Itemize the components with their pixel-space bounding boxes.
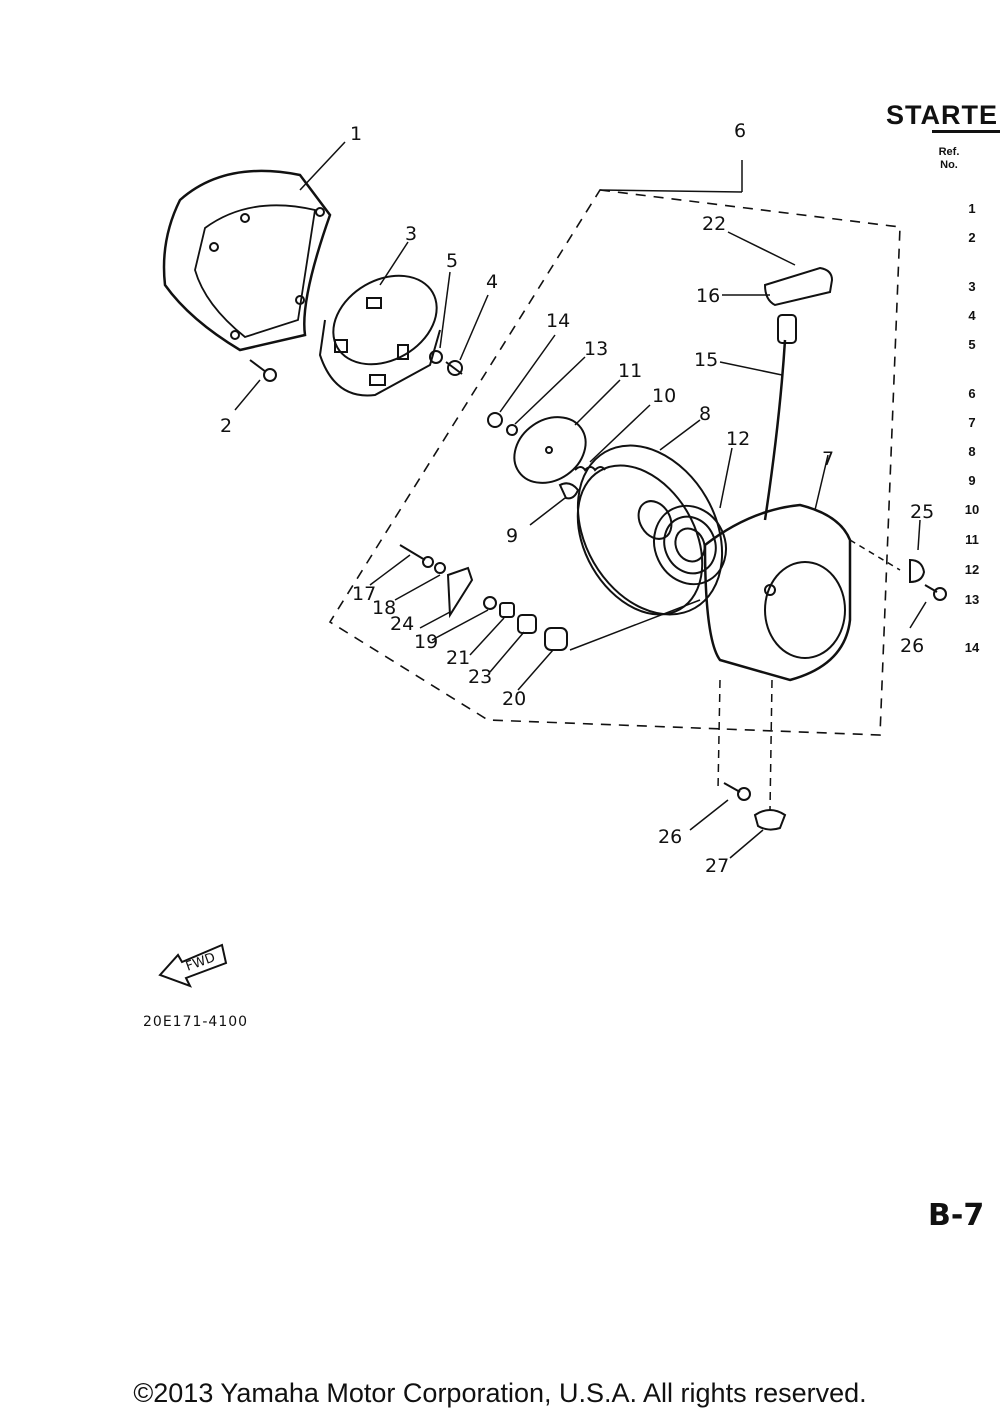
part-bushing-23 [517, 614, 537, 634]
page-number: B-7 [928, 1198, 985, 1233]
callout-10: 10 [652, 385, 676, 407]
part-drum [318, 274, 441, 397]
callout-4: 4 [486, 271, 498, 293]
part-rope-15 [763, 339, 787, 521]
callout-1: 1 [350, 123, 362, 145]
callout-3: 3 [405, 223, 417, 245]
part-washer-5 [429, 350, 443, 364]
callout-6: 6 [734, 120, 746, 142]
ref-row: 1 [968, 201, 976, 216]
part-reel-8 [576, 444, 724, 616]
callout-16: 16 [696, 285, 720, 307]
callout-25: 25 [910, 501, 934, 523]
ref-row: 11 [965, 532, 979, 547]
ref-row: 8 [968, 444, 976, 459]
part-washer-13 [506, 424, 518, 436]
part-handle-16 [777, 314, 797, 344]
callout-19: 19 [414, 631, 438, 653]
ref-row: 4 [968, 308, 976, 323]
fwd-arrow-icon [158, 943, 228, 988]
part-washer-18 [434, 562, 446, 574]
col-ref-label: Ref. [938, 146, 960, 158]
callout-13: 13 [584, 338, 608, 360]
callout-14: 14 [546, 310, 570, 332]
col-no-label: No. [940, 159, 958, 171]
part-cover [162, 169, 332, 352]
ref-row: 13 [964, 592, 980, 607]
callout-7: 7 [822, 448, 834, 470]
part-bolt-26-right [924, 584, 947, 601]
callout-21: 21 [446, 647, 470, 669]
part-bolt-26-bottom [723, 782, 751, 801]
callout-11: 11 [618, 360, 642, 382]
callout-15: 15 [694, 349, 718, 371]
ref-row: 9 [968, 473, 976, 488]
ref-row: 3 [968, 279, 976, 294]
assembly-boundary [328, 189, 901, 736]
ref-row: 2 [968, 230, 976, 245]
part-pawl-9 [558, 482, 580, 500]
part-nut-14 [487, 412, 503, 428]
ref-row: 12 [964, 562, 980, 577]
part-bushing-21 [499, 602, 515, 618]
part-clip-25 [909, 558, 926, 584]
ref-row: 7 [968, 415, 976, 430]
title-underline [932, 130, 1000, 133]
callout-2: 2 [220, 415, 232, 437]
callout-5: 5 [446, 250, 458, 272]
part-housing-7 [703, 503, 852, 682]
part-bolt-4 [445, 360, 463, 376]
callout-22: 22 [702, 213, 726, 235]
copyright-notice: ©2013 Yamaha Motor Corporation, U.S.A. A… [133, 1378, 867, 1408]
callout-9: 9 [506, 525, 518, 547]
ref-row: 14 [964, 640, 980, 655]
ref-row: 5 [968, 337, 976, 352]
part-collar-19 [483, 596, 497, 610]
callout-12: 12 [726, 428, 750, 450]
part-spring-10 [574, 466, 606, 472]
callout-23: 23 [468, 666, 492, 688]
callout-27: 27 [705, 855, 729, 877]
section-title: STARTE [886, 100, 998, 130]
callout-8: 8 [699, 403, 711, 425]
callout-20: 20 [502, 688, 526, 710]
callout-18: 18 [372, 597, 396, 619]
callout-26-bottom: 26 [658, 826, 682, 848]
ref-no-column-header: Ref. No. [934, 146, 964, 172]
ref-row: 6 [968, 386, 976, 401]
part-roller-20 [544, 627, 568, 651]
fwd-label: FWD [184, 950, 218, 974]
callout-17: 17 [352, 583, 376, 605]
part-cap-27 [753, 809, 787, 831]
callout-26-right: 26 [900, 635, 924, 657]
part-plate-11 [513, 416, 587, 484]
callout-24: 24 [390, 613, 414, 635]
catalog-code: 20E171-4100 [143, 1014, 249, 1030]
part-grip-22 [763, 266, 834, 307]
ref-row: 10 [964, 502, 980, 517]
part-plate-24 [446, 566, 474, 619]
part-bolt-2 [249, 359, 277, 382]
part-spiral-spring-12 [653, 504, 727, 586]
part-bolt-17 [399, 544, 434, 568]
